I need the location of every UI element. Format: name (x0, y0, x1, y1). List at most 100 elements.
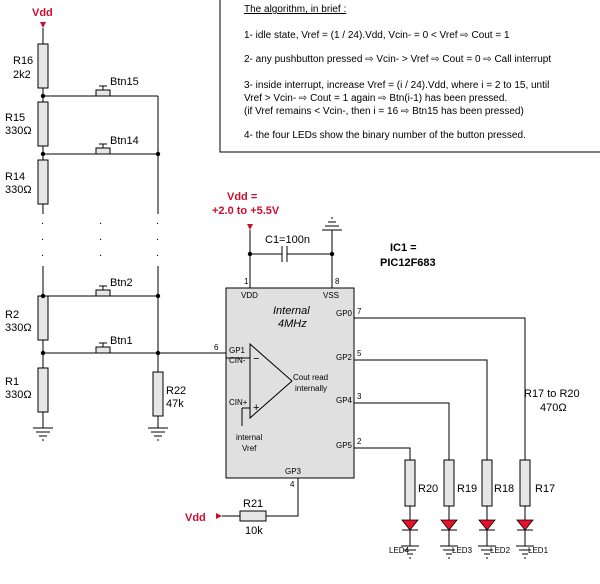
led2-label: LED2 (490, 546, 511, 555)
vdd-gp3-label: Vdd (185, 512, 206, 524)
pushbutton-btn14-body (95, 147, 111, 155)
led4-icon (401, 519, 419, 531)
comparator-plus: + (253, 402, 259, 414)
ladder-ellipsis-3: . (41, 247, 44, 259)
algorithm-step-1: 1- idle state, Vref = (1 / 24).Vdd, Vcin… (244, 30, 510, 41)
ground-icon (478, 545, 496, 559)
internal-comparator: − + Cout read internally CIN+ internal V… (229, 342, 328, 453)
output-resistors-name: R17 to R20 (524, 388, 580, 400)
bus-ellipsis-2: . (156, 231, 159, 243)
resistor-r19 (443, 459, 455, 507)
ic-name: IC1 = (390, 242, 417, 254)
pin-cin-plus: CIN+ (229, 398, 248, 407)
resistor-r17 (519, 459, 531, 507)
pushbutton-btn15-body (95, 89, 111, 97)
button-ellipsis-1: . (99, 215, 102, 227)
ic-internal-label: Internal (273, 305, 310, 317)
r19-label: R19 (457, 483, 477, 495)
pin-gp5: GP5 (336, 441, 353, 450)
pin-number-6: 6 (214, 343, 219, 352)
pin-gp4: GP4 (336, 396, 353, 405)
resistor-ladder: Vdd R16 2k2 R15 330Ω R14 330Ω R2 330Ω R1… (5, 7, 53, 441)
vdd-supply-label: Vdd (32, 7, 53, 19)
vdd-arrow-icon (216, 513, 222, 519)
resistor-r21-branch: Vdd R21 10k (185, 498, 267, 537)
btn15-label: Btn15 (110, 76, 139, 88)
ic-frequency-label: 4MHz (278, 318, 307, 330)
r14-value: 330Ω (5, 184, 32, 196)
ground-icon (440, 545, 458, 559)
btn2-label: Btn2 (110, 277, 133, 289)
algorithm-step-3-line3: (if Vref remains < Vcin-, then i = 16 ⇨ … (244, 106, 524, 117)
c1-label: C1=100n (265, 234, 310, 246)
r15-value: 330Ω (5, 125, 32, 137)
bus-ellipsis-3: . (156, 247, 159, 259)
vdd-range-label: +2.0 to +5.5V (212, 205, 280, 217)
ladder-ellipsis-1: . (41, 215, 44, 227)
internal-vref-label-1: internal (236, 433, 262, 442)
pin-vss: VSS (323, 291, 339, 300)
algorithm-step-4: 4- the four LEDs show the binary number … (244, 130, 526, 141)
pin-vdd: VDD (241, 291, 258, 300)
r1-name: R1 (5, 376, 19, 388)
resistor-r20 (404, 459, 416, 507)
r22-value: 47k (166, 398, 184, 410)
vdd-chip-label: Vdd = (227, 191, 257, 203)
r21-value: 10k (245, 525, 263, 537)
led4-label: LED4 (389, 546, 410, 555)
resistor-r1 (37, 367, 49, 413)
output-resistors-value: 470Ω (540, 402, 567, 414)
supply-and-decoupling: Vdd = +2.0 to +5.5V C1=100n (212, 191, 342, 288)
pin-number-1: 1 (244, 277, 249, 286)
r16-value: 2k2 (13, 69, 31, 81)
bus-ellipsis-1: . (156, 215, 159, 227)
comparator-output-label-1: Cout read (293, 373, 328, 382)
pin-number-8: 8 (335, 277, 340, 286)
pin-gp1: GP1 (229, 346, 246, 355)
resistor-r18 (481, 459, 493, 507)
pushbutton-btn2-body (95, 289, 111, 297)
btn14-label: Btn14 (110, 135, 139, 147)
comparator-output-label-2: internally (295, 384, 327, 393)
led3-label: LED3 (452, 546, 473, 555)
r15-name: R15 (5, 112, 25, 124)
vdd-arrow-icon (40, 22, 46, 28)
r16-name: R16 (13, 55, 33, 67)
led3-icon (440, 519, 458, 531)
r1-value: 330Ω (5, 389, 32, 401)
pin-number-3: 3 (357, 392, 362, 401)
pin-number-5: 5 (357, 349, 362, 358)
ground-icon (148, 427, 168, 441)
pin-gp3: GP3 (285, 467, 302, 476)
r2-value: 330Ω (5, 322, 32, 334)
pushbutton-btn1-body (95, 346, 111, 354)
resistor-r2 (37, 295, 49, 341)
button-ellipsis-3: . (99, 247, 102, 259)
r14-name: R14 (5, 171, 25, 183)
pin-gp0: GP0 (336, 309, 353, 318)
button-ellipsis-2: . (99, 231, 102, 243)
resistor-r16 (37, 43, 49, 89)
comparator-minus: − (253, 353, 259, 365)
pin-number-4: 4 (290, 480, 295, 489)
r18-label: R18 (494, 483, 514, 495)
algorithm-note: The algorithm, in brief : 1- idle state,… (219, 0, 600, 153)
r20-label: R20 (418, 483, 438, 495)
resistor-r14 (37, 159, 49, 205)
ladder-ellipsis-2: . (41, 231, 44, 243)
algorithm-step-3-line2: Vref > Vcin- ⇨ Cout = 1 again ⇨ Btn(i-1)… (244, 93, 507, 104)
resistor-r15 (37, 101, 49, 147)
r2-name: R2 (5, 309, 19, 321)
ground-icon (401, 545, 419, 559)
pin-number-2: 2 (357, 437, 362, 446)
ground-icon (33, 427, 53, 441)
ground-icon (322, 217, 342, 231)
algorithm-step-2: 2- any pushbutton pressed ⇨ Vcin- > Vref… (244, 54, 551, 65)
ic1-pic12f683: IC1 = PIC12F683 1 VDD 8 VSS Internal 4MH… (214, 242, 526, 517)
internal-vref-label-2: Vref (242, 444, 257, 453)
led1-icon (516, 519, 534, 531)
r21-name: R21 (243, 498, 263, 510)
r17-label: R17 (535, 483, 555, 495)
ic-part: PIC12F683 (380, 257, 436, 269)
